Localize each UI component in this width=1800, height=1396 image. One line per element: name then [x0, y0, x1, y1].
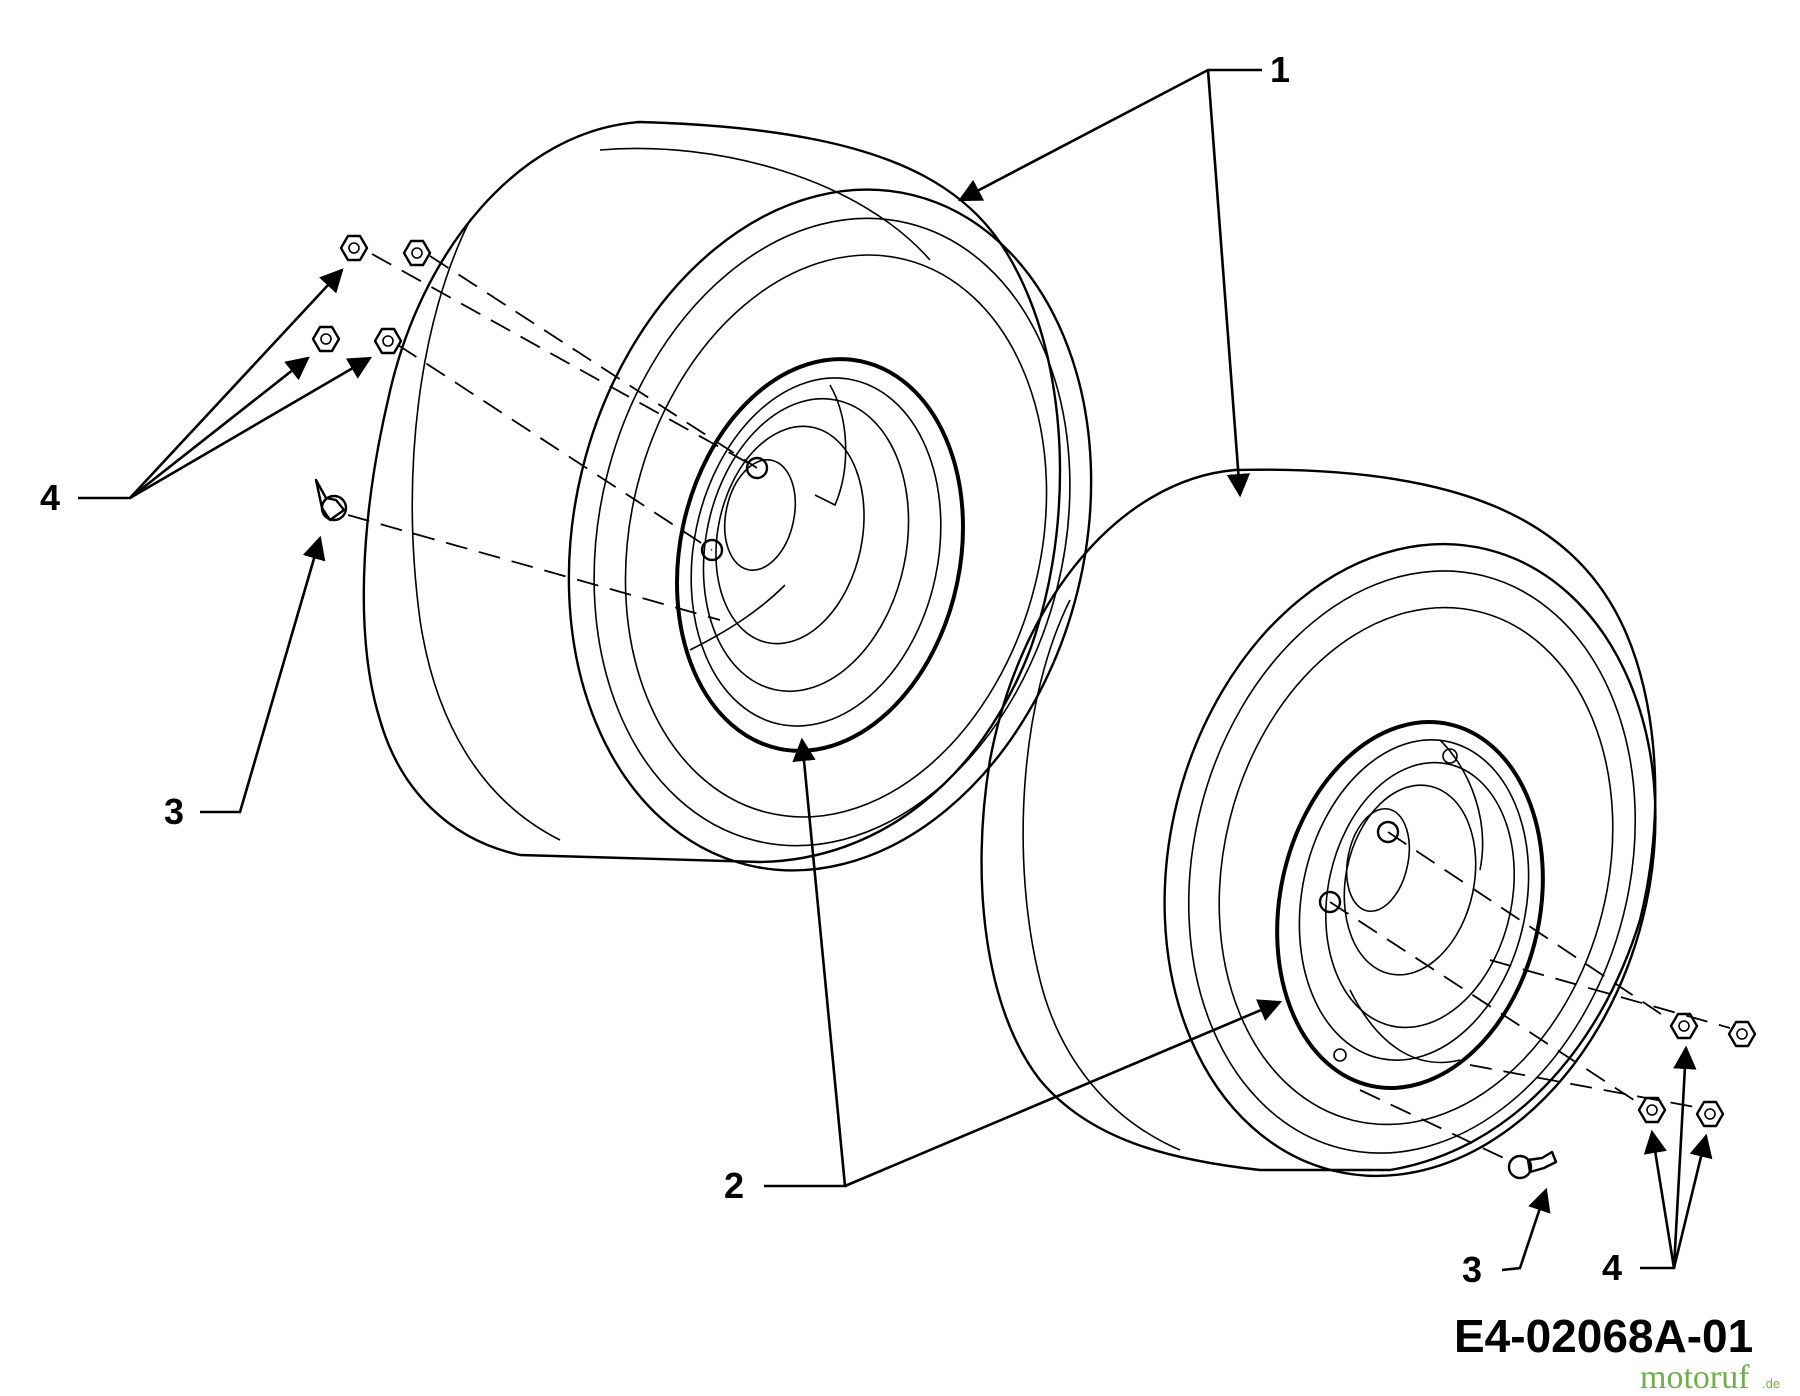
lug-nut [402, 239, 432, 267]
left-lug-nuts [311, 234, 432, 355]
callout-3-right-leader [1501, 1187, 1551, 1272]
right-valve-stem [1507, 1150, 1558, 1180]
left-rim-stud-2 [700, 538, 724, 562]
callout-4-right-leaders [1640, 1045, 1713, 1270]
right-rim-stud-1 [1376, 820, 1400, 844]
left-tire-back [362, 120, 1062, 864]
right-tire-front [1163, 542, 1657, 1178]
lug-nut [1669, 1012, 1699, 1040]
left-tire-front [567, 188, 1093, 872]
right-lug-nuts [1637, 1012, 1757, 1128]
lug-nut [373, 327, 403, 355]
lug-nut [1695, 1100, 1725, 1128]
right-tire-sidewall [1218, 606, 1614, 1126]
watermark-logo: motoruf .de [1640, 1359, 1780, 1396]
callout-4-left-leaders [78, 268, 373, 500]
lug-nut [1727, 1020, 1757, 1048]
callout-4-left: 4 [40, 477, 60, 518]
watermark-text: motoruf [1640, 1359, 1750, 1396]
callout-1: 1 [1270, 49, 1290, 90]
right-assembly-axes [1329, 831, 1731, 1161]
right-rim [1275, 720, 1545, 1090]
right-tire-back [980, 468, 1657, 1172]
callout-2-leaders [764, 737, 1283, 1188]
callout-1-leaders [957, 68, 1262, 498]
right-rim-stud-2 [1318, 890, 1342, 914]
callout-4-right: 4 [1602, 1247, 1622, 1288]
lug-nut [1637, 1096, 1667, 1124]
callout-3-left-leader [200, 535, 326, 814]
left-tire-shoulder [593, 217, 1071, 847]
right-wheel [980, 468, 1657, 1178]
left-rim [675, 357, 965, 753]
right-tire-shoulder [1187, 570, 1637, 1154]
left-rim-stud-1 [745, 456, 769, 480]
left-wheel [362, 120, 1093, 872]
callout-2: 2 [724, 1165, 744, 1206]
left-valve-stem [314, 478, 348, 522]
lug-nut [311, 325, 341, 353]
watermark-suffix: .de [1762, 1376, 1780, 1391]
lug-nut [339, 234, 369, 262]
callout-3-left: 3 [164, 791, 184, 832]
drawing-number: E4-02068A-01 [1454, 1310, 1753, 1362]
left-tire-sidewall [624, 254, 1048, 818]
callout-3-right: 3 [1462, 1249, 1482, 1290]
left-assembly-axes [347, 253, 758, 621]
